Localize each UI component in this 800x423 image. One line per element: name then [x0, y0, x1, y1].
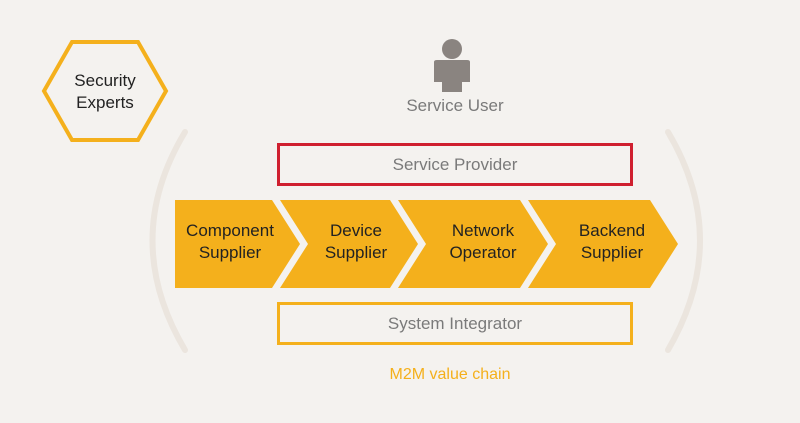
service-provider-box: Service Provider [277, 143, 633, 186]
security-experts-line2: Experts [76, 93, 134, 112]
chain-item-device-supplier: Device Supplier [296, 220, 416, 264]
chain-item-line2: Supplier [198, 243, 262, 262]
security-experts-line1: Security [74, 71, 136, 90]
chevron-backend-supplier [528, 200, 678, 288]
service-provider-label: Service Provider [392, 154, 518, 174]
right-bracket [665, 129, 703, 353]
security-experts-label: Security Experts [50, 70, 160, 114]
chain-item-component-supplier: Component Supplier [170, 220, 290, 264]
chain-item-backend-supplier: Backend Supplier [552, 220, 672, 264]
left-bracket [149, 129, 188, 353]
chevron-component-supplier [175, 200, 300, 288]
value-chain-caption: M2M value chain [389, 366, 511, 383]
security-hexagon [41, 40, 169, 142]
chain-item-line1: Network [451, 221, 515, 240]
person-icon [434, 39, 470, 92]
chevron-network-operator [398, 200, 548, 288]
service-user-label: Service User [406, 96, 504, 115]
chain-item-network-operator: Network Operator [423, 220, 543, 264]
chain-item-line2: Supplier [324, 243, 388, 262]
system-integrator-box: System Integrator [277, 302, 633, 345]
chain-item-line2: Operator [449, 243, 517, 262]
chain-item-line1: Device [330, 221, 382, 240]
chevron-device-supplier [280, 200, 418, 288]
chain-item-line1: Component [186, 221, 274, 240]
system-integrator-label: System Integrator [387, 313, 523, 333]
chain-item-line1: Backend [578, 221, 646, 240]
chain-item-line2: Supplier [580, 243, 644, 262]
